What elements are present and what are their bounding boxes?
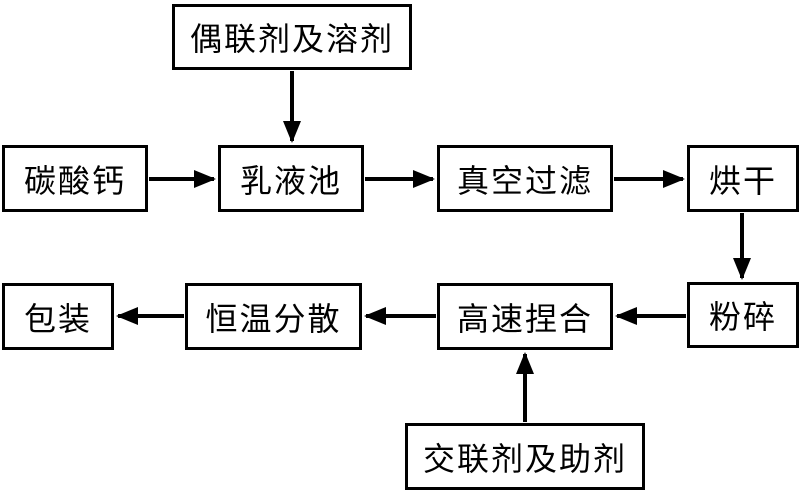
node-crosslinking-agent: 交联剂及助剂 [405, 423, 645, 490]
node-calcium-carbonate: 碳酸钙 [2, 145, 148, 212]
node-constant-temp-dispersion: 恒温分散 [185, 283, 362, 350]
node-packaging: 包装 [2, 283, 114, 350]
node-high-speed-kneading: 高速捏合 [437, 283, 613, 350]
node-crushing: 粉碎 [687, 282, 799, 348]
node-coupling-agent: 偶联剂及溶剂 [172, 4, 412, 70]
node-vacuum-filtration: 真空过滤 [437, 145, 613, 212]
node-emulsion-pool: 乳液池 [218, 145, 364, 212]
node-drying: 烘干 [687, 145, 799, 212]
